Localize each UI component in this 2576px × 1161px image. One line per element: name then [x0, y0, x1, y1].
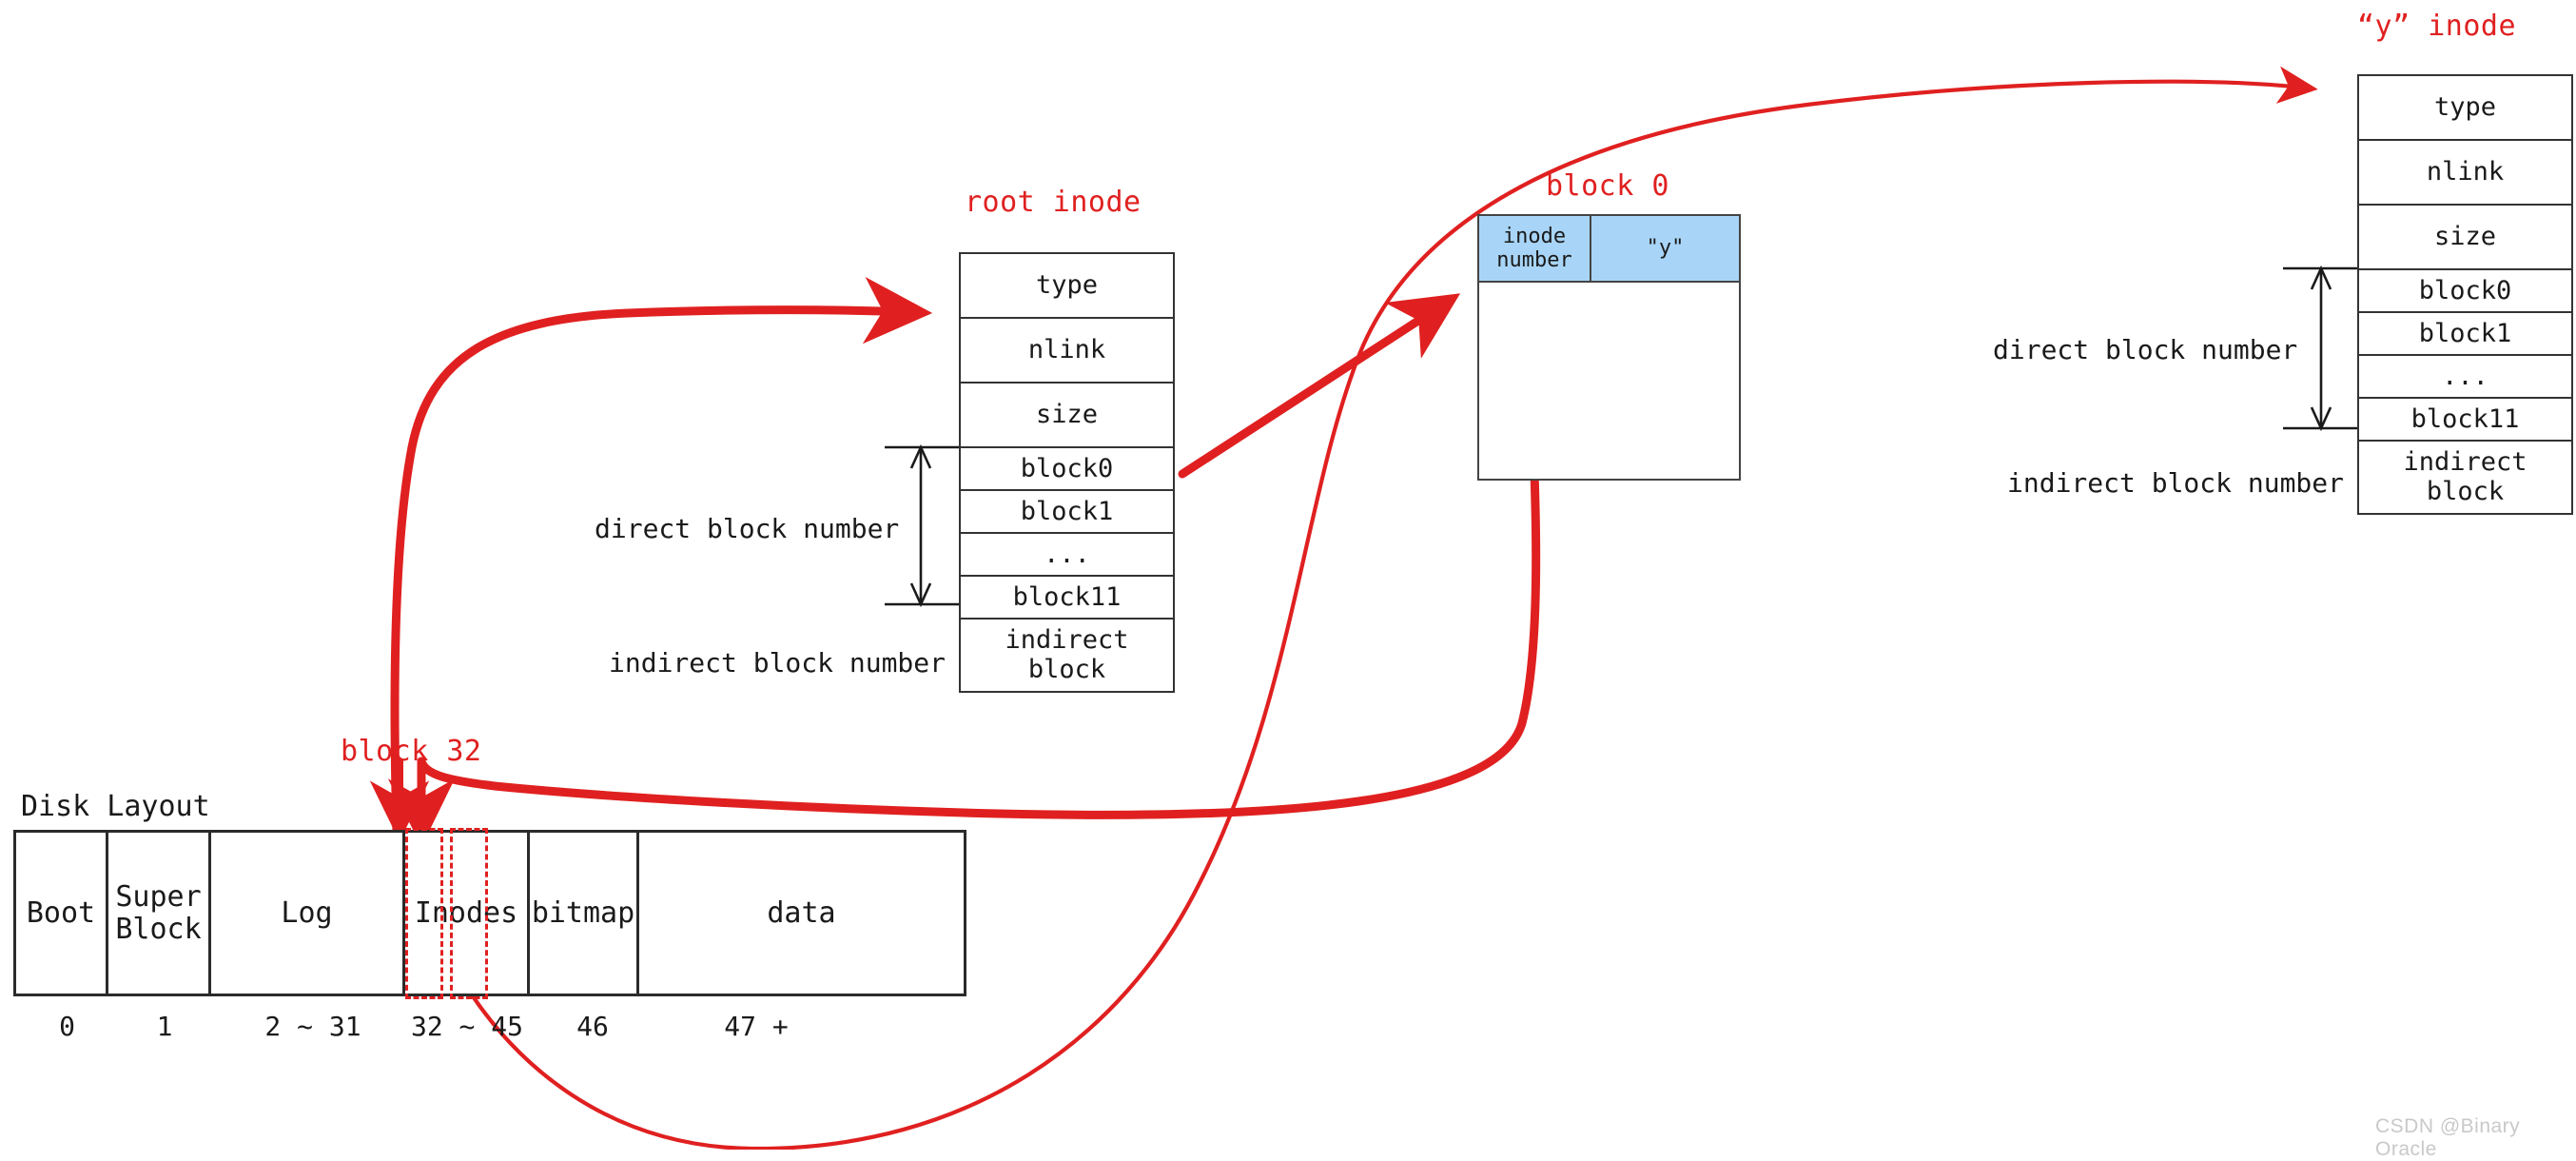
disk-range-boot: 0 — [59, 1011, 75, 1042]
root-inode-field-block11: block11 — [961, 577, 1173, 620]
y-inode-field-size: size — [2359, 206, 2571, 270]
root-inode-table: type nlink size block0 block1 ... block1… — [959, 252, 1175, 693]
disk-range-bitmap: 46 — [576, 1011, 609, 1042]
block0-empty-area — [1479, 283, 1739, 545]
root-inode-field-block1: block1 — [961, 491, 1173, 534]
block32-label: block 32 — [341, 735, 482, 768]
inode-slot-highlight-y — [450, 828, 488, 999]
disk-segment-bitmap: bitmap — [530, 833, 639, 994]
inode-slot-highlight-root — [405, 828, 443, 999]
y-indirect-block-number-label: indirect block number — [2007, 467, 2345, 499]
root-inode-caption: root inode — [965, 186, 1142, 219]
root-inode-field-nlink: nlink — [961, 319, 1173, 384]
block0-dir-entry-row: inode number "y" — [1479, 216, 1739, 283]
disk-segment-boot: Boot — [16, 833, 108, 994]
y-inode-table: type nlink size block0 block1 ... block1… — [2357, 74, 2573, 515]
block0-entry-name: "y" — [1591, 216, 1739, 281]
y-inode-field-indirect-block: indirect block — [2403, 446, 2527, 506]
y-inode-field-block11: block11 — [2359, 399, 2571, 442]
y-inode-caption: “y” inode — [2357, 10, 2517, 43]
block0-caption: block 0 — [1546, 169, 1669, 203]
disk-layout-bar: Boot Super Block Log Inodes bitmap data — [13, 830, 966, 996]
disk-segment-data: data — [767, 895, 836, 930]
y-inode-field-type: type — [2359, 76, 2571, 141]
disk-segment-log: Log — [211, 833, 405, 994]
y-inode-field-ellipsis: ... — [2359, 356, 2571, 399]
y-inode-field-nlink: nlink — [2359, 141, 2571, 206]
disk-segment-inodes: Inodes — [405, 833, 530, 994]
root-inode-field-type: type — [961, 254, 1173, 319]
y-inode-field-block1: block1 — [2359, 313, 2571, 356]
disk-range-data: 47 + — [724, 1011, 789, 1042]
disk-range-inodes: 32 ~ 45 — [410, 1011, 523, 1042]
arrow-root-block0-to-block0 — [1178, 293, 1461, 479]
block0-entry-inode-number: inode number — [1479, 216, 1591, 281]
watermark: CSDN @Binary Oracle — [2375, 1115, 2521, 1160]
root-inode-field-indirect-block: indirect block — [1005, 624, 1129, 684]
disk-segment-super-block: Super Block — [108, 833, 211, 994]
disk-layout-caption: Disk Layout — [21, 790, 210, 823]
disk-range-super-block: 1 — [156, 1011, 173, 1042]
root-indirect-block-number-label: indirect block number — [609, 647, 946, 679]
root-inode-field-size: size — [961, 384, 1173, 448]
disk-range-log: 2 ~ 31 — [264, 1011, 361, 1042]
block0-table: inode number "y" — [1477, 214, 1741, 481]
y-direct-block-number-label: direct block number — [1993, 334, 2298, 365]
y-inode-field-block0: block0 — [2359, 270, 2571, 313]
root-direct-block-number-label: direct block number — [595, 513, 900, 544]
root-inode-field-ellipsis: ... — [961, 534, 1173, 577]
root-inode-field-block0: block0 — [961, 448, 1173, 491]
